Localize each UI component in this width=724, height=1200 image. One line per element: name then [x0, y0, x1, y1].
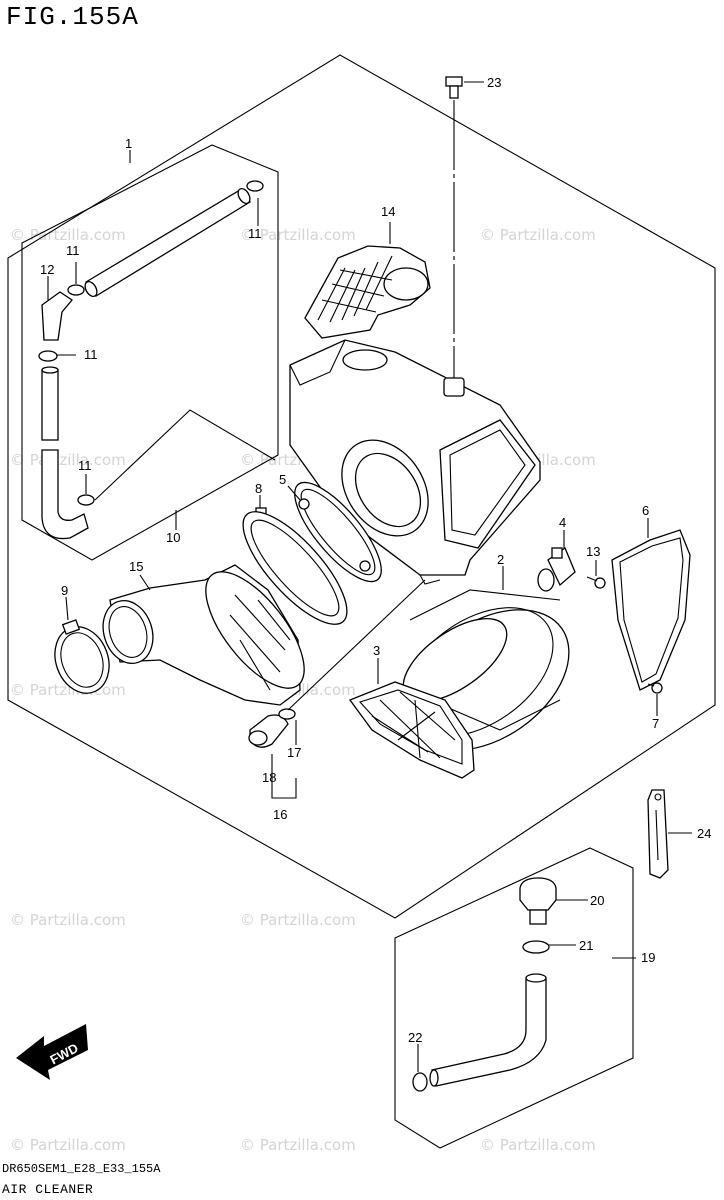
callout-19: 19 [641, 950, 655, 965]
gasket-5 [294, 481, 382, 583]
watermark: © Partzilla.com [10, 1136, 126, 1154]
screw-13 [586, 576, 606, 589]
drain-hose [429, 973, 547, 1087]
clamp-17 [278, 708, 296, 720]
callout-12: 12 [40, 262, 54, 277]
forward-arrow-icon: FWD [16, 1024, 88, 1080]
callout-11: 11 [66, 243, 80, 258]
watermark: © Partzilla.com [480, 226, 596, 244]
intake-duct-14 [304, 245, 431, 339]
callout-4: 4 [559, 515, 566, 530]
watermark: © Partzilla.com [10, 911, 126, 929]
air-cleaner-case [289, 339, 541, 585]
watermark: © Partzilla.com [240, 226, 356, 244]
leader-9 [65, 596, 69, 621]
cap-18 [248, 714, 289, 748]
callout-11: 11 [248, 226, 262, 241]
leader-16-18 [271, 754, 297, 799]
callout-8: 8 [255, 481, 262, 496]
clamp-9 [54, 619, 110, 694]
filter-cage-3 [348, 681, 475, 779]
callout-3: 3 [373, 643, 380, 658]
callout-11: 11 [84, 347, 98, 362]
screw-7 [647, 682, 663, 694]
figure-code: DR650SEM1_E28_E33_155A [2, 1162, 161, 1176]
cover-6 [611, 529, 691, 691]
callout-14: 14 [381, 204, 395, 219]
clamp-22 [412, 1072, 428, 1092]
leader-17-case [287, 579, 426, 711]
callout-23: 23 [487, 75, 501, 90]
clamp-11-bottom [77, 494, 95, 506]
callout-13: 13 [586, 544, 600, 559]
connector-ring [242, 511, 348, 625]
hose-bent [41, 449, 89, 540]
callout-15: 15 [129, 559, 143, 574]
leader-5 [287, 485, 301, 501]
callout-7: 7 [652, 716, 659, 731]
callout-1: 1 [125, 136, 132, 151]
drain-kit-outline [394, 847, 634, 1149]
callout-16: 16 [273, 807, 287, 822]
callout-11: 11 [78, 458, 92, 473]
callout-10: 10 [166, 530, 180, 545]
callout-18: 18 [262, 770, 276, 785]
bolt-23 [445, 76, 463, 99]
watermark: © Partzilla.com [240, 911, 356, 929]
watermark: © Partzilla.com [240, 1136, 356, 1154]
strap-24 [647, 789, 669, 879]
drain-plug-20 [519, 877, 557, 925]
clamp-11-top [246, 180, 264, 192]
hose-mid [41, 366, 59, 441]
joint-12 [41, 291, 73, 341]
callout-6: 6 [642, 503, 649, 518]
hose-upper [84, 187, 251, 298]
watermark: © Partzilla.com [480, 1136, 596, 1154]
leader-10 [94, 409, 276, 501]
figure-name: AIR CLEANER [2, 1182, 94, 1197]
hose-kit-outline [21, 144, 279, 561]
clamp-21 [522, 940, 550, 954]
grommet-4 [537, 547, 576, 592]
leader-15 [139, 574, 151, 591]
callout-24: 24 [697, 826, 711, 841]
callout-9: 9 [61, 583, 68, 598]
clamp-11-mid [67, 284, 85, 296]
callout-22: 22 [408, 1030, 422, 1045]
callout-20: 20 [590, 893, 604, 908]
callout-5: 5 [279, 472, 286, 487]
callout-21: 21 [579, 938, 593, 953]
clamp-11-lower [38, 350, 58, 362]
watermark: © Partzilla.com [10, 451, 126, 469]
outlet-tube-15 [102, 564, 305, 706]
main-assembly-outline [7, 54, 716, 919]
callout-17: 17 [287, 745, 301, 760]
callout-2: 2 [497, 552, 504, 567]
figure-title: FIG.155A [6, 2, 139, 32]
watermark: © Partzilla.com [10, 226, 126, 244]
